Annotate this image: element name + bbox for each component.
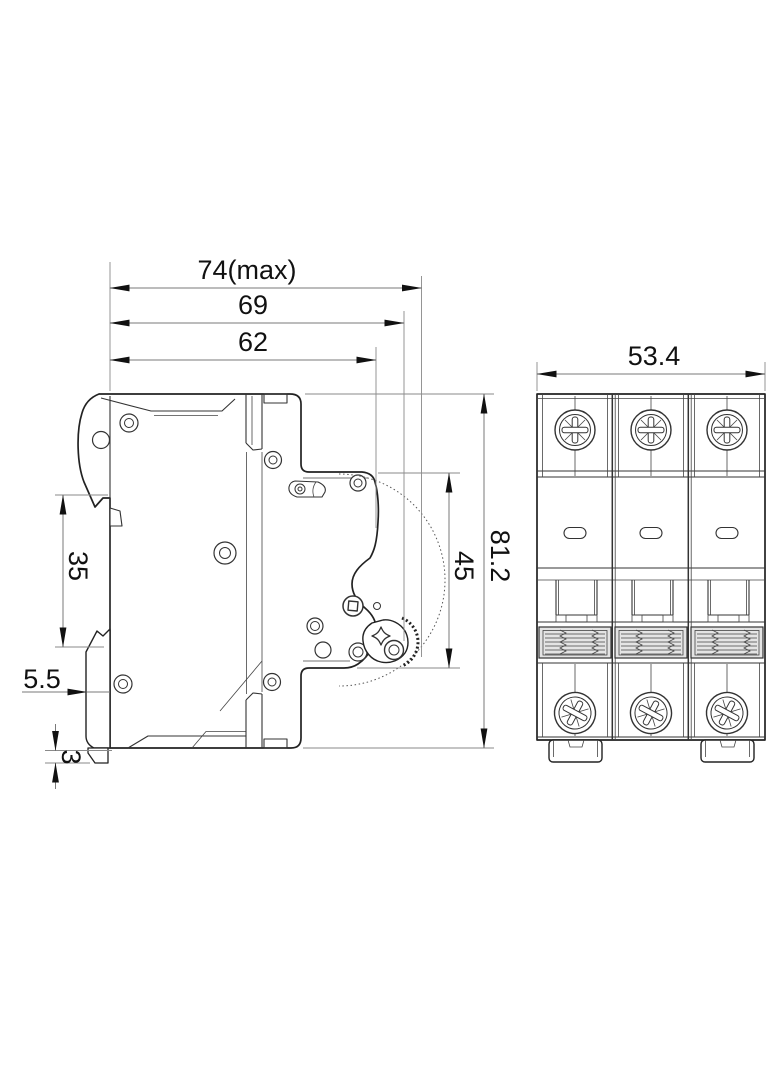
star-cutout xyxy=(371,626,391,646)
rail-guide-bump xyxy=(109,507,123,527)
terminal-screw-bottom-2 xyxy=(629,691,673,735)
case-rivets xyxy=(91,413,381,694)
dim-label-74max: 74(max) xyxy=(197,255,296,285)
toggle-grip-3 xyxy=(690,626,764,659)
dim-label-53-4: 53.4 xyxy=(628,341,681,371)
dimension-53-4: 53.4 xyxy=(536,341,766,391)
dim-label-5-5: 5.5 xyxy=(23,664,61,694)
dimension-5-5: 5.5 xyxy=(22,664,110,696)
terminal-screw-top-2 xyxy=(630,409,672,451)
top-inner-contour xyxy=(100,393,288,416)
pole-3 xyxy=(690,394,764,737)
pivot-pin xyxy=(373,602,381,610)
pole-dividers xyxy=(611,394,692,740)
handle-channel xyxy=(245,394,263,748)
toggle-grip-2 xyxy=(614,626,688,659)
dimension-45: 45 xyxy=(357,472,479,669)
dim-label-69: 69 xyxy=(238,290,268,320)
claw-hole xyxy=(91,430,111,450)
dimension-62: 62 xyxy=(109,327,377,528)
din-clip-foot xyxy=(87,747,109,764)
dim-label-81-2: 81.2 xyxy=(485,530,515,583)
square-shaft-hole xyxy=(342,595,364,617)
mounting-foot-right xyxy=(700,739,755,763)
pivot-pill xyxy=(288,480,326,498)
handle-swing-arc xyxy=(338,473,446,687)
grip-serrations xyxy=(401,616,420,668)
toggle-front-3 xyxy=(707,580,750,623)
toggle-front-2 xyxy=(631,580,674,623)
dim-label-3: 3 xyxy=(56,749,86,764)
dimension-3: 3 xyxy=(45,724,112,789)
side-body-outline xyxy=(77,393,380,749)
dim-label-62: 62 xyxy=(238,327,268,357)
front-view: 53.4 xyxy=(536,341,766,763)
toggle-handle-side xyxy=(362,616,420,668)
dimension-35: 35 xyxy=(55,494,108,648)
pole-1 xyxy=(538,394,612,737)
dim-label-35: 35 xyxy=(63,551,93,581)
toggle-front-1 xyxy=(555,580,598,623)
dimension-81-2: 81.2 xyxy=(303,393,515,749)
indicator-window-3 xyxy=(715,526,739,540)
terminal-screw-top-3 xyxy=(706,409,748,451)
bottom-inner-contour xyxy=(127,660,288,749)
terminal-screw-bottom-3 xyxy=(705,691,749,735)
pole-2 xyxy=(614,394,688,737)
indicator-window-1 xyxy=(563,526,587,540)
toggle-grip-1 xyxy=(538,626,612,659)
terminal-screw-top-1 xyxy=(554,409,596,451)
dim-label-45: 45 xyxy=(449,551,479,581)
mounting-foot-left xyxy=(548,739,603,763)
dimension-69: 69 xyxy=(109,290,405,641)
side-view: 74(max) 69 62 45 81.2 35 xyxy=(22,255,515,789)
dimension-74max: 74(max) xyxy=(109,255,422,657)
terminal-screw-bottom-1 xyxy=(553,691,597,735)
indicator-window-2 xyxy=(639,526,663,540)
